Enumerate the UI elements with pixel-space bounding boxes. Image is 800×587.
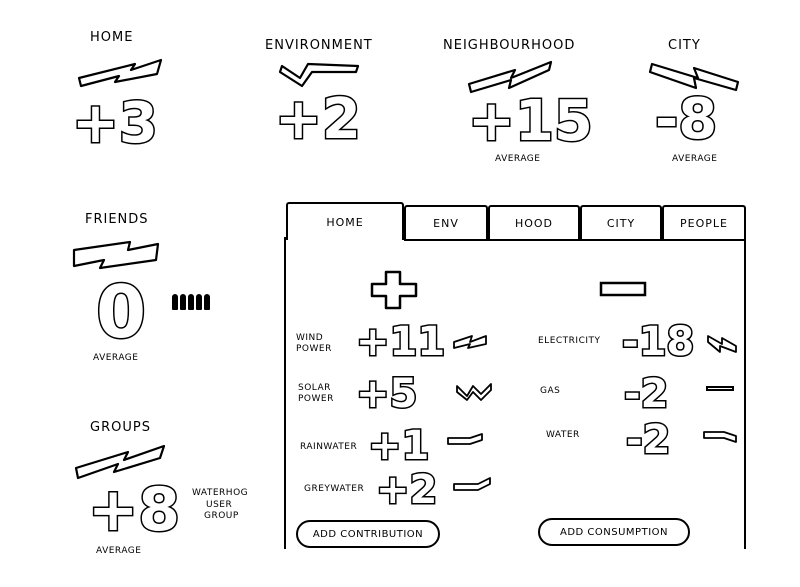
home-sparkline-icon	[77, 58, 163, 88]
wind-trend-icon	[453, 335, 487, 349]
city-sparkline-icon	[648, 62, 740, 92]
tab-home[interactable]: Home	[286, 202, 404, 240]
detail-panel	[284, 237, 746, 549]
groups-sparkline-icon	[74, 444, 166, 480]
environment-sparkline-icon	[278, 62, 360, 88]
wind-label-line-2: Power	[296, 344, 332, 355]
contribution-label-greywater: Greywater	[304, 484, 365, 494]
group-name-line-3: Group	[204, 511, 239, 522]
groups-average-note: Average	[96, 546, 142, 556]
consumption-label-water: Water	[546, 430, 580, 440]
rainwater-trend-icon	[447, 433, 483, 445]
groups-label: Groups	[90, 420, 151, 435]
consumption-label-gas: Gas	[540, 386, 561, 396]
minus-icon	[599, 281, 647, 297]
tab-env[interactable]: Env	[404, 205, 488, 239]
tab-city[interactable]: City	[580, 205, 662, 239]
tab-people[interactable]: People	[662, 205, 746, 239]
consumption-value-gas: -2	[622, 371, 669, 417]
home-score: +3	[71, 91, 160, 156]
solar-label-line-2: Power	[298, 394, 334, 405]
environment-label: Environment	[265, 38, 373, 53]
neighbourhood-label: Neighbourhood	[443, 38, 576, 53]
contribution-value-solar: +5	[354, 371, 418, 417]
solar-trend-icon	[456, 383, 492, 401]
friends-sparkline-icon	[72, 240, 160, 270]
city-score: -8	[653, 87, 718, 152]
people-icon	[172, 294, 212, 314]
group-name-line-2: User	[206, 499, 233, 510]
greywater-trend-icon	[453, 477, 491, 491]
contribution-value-wind: +11	[354, 319, 446, 365]
contribution-value-rainwater: +1	[366, 423, 430, 469]
add-consumption-button[interactable]: Add consumption	[538, 518, 690, 546]
consumption-value-water: -2	[624, 417, 671, 463]
city-label: City	[668, 38, 701, 53]
solar-label-line-1: Solar	[298, 383, 331, 393]
consumption-label-electricity: Electricity	[538, 336, 601, 346]
contribution-label-rainwater: Rainwater	[300, 442, 358, 452]
group-name-line-1: Waterhog	[192, 488, 249, 498]
city-average-note: Average	[672, 154, 718, 164]
contribution-label-solar: Solar Power	[298, 383, 334, 406]
add-contribution-button[interactable]: Add contribution	[296, 520, 440, 548]
groups-group-name: Waterhog User Group	[192, 488, 248, 523]
electricity-trend-icon	[707, 335, 737, 353]
environment-score: +2	[274, 87, 363, 152]
friends-label: Friends	[85, 212, 149, 227]
gas-trend-icon	[706, 386, 734, 391]
tab-hood[interactable]: Hood	[488, 205, 580, 239]
groups-score: +8	[86, 475, 181, 545]
panel-top-border	[404, 238, 746, 241]
consumption-value-electricity: -18	[620, 319, 695, 365]
plus-icon	[370, 270, 418, 310]
friends-average-note: Average	[93, 353, 139, 363]
wind-label-line-1: Wind	[296, 333, 324, 343]
contribution-value-greywater: +2	[374, 467, 438, 513]
neighbourhood-sparkline-icon	[467, 60, 553, 94]
contribution-label-wind: Wind Power	[296, 333, 332, 356]
neighbourhood-score: +15	[467, 89, 595, 154]
home-label: Home	[90, 30, 134, 45]
water-trend-icon	[703, 431, 737, 443]
neighbourhood-average-note: Average	[495, 154, 541, 164]
friends-score: 0	[94, 270, 147, 354]
